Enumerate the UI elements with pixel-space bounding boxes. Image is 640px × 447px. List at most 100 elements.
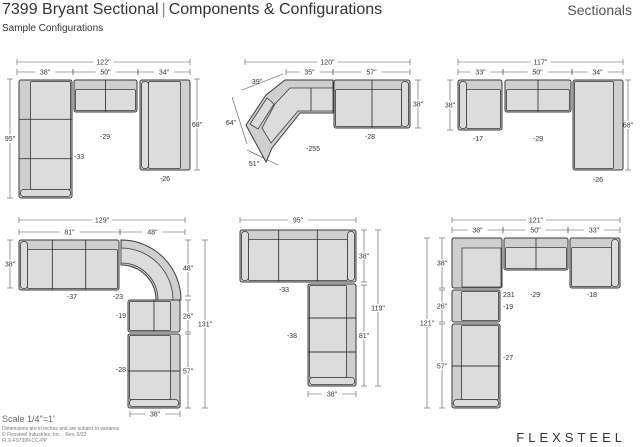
dimension-label: 34" <box>592 70 603 77</box>
part-number: -37 <box>67 294 77 301</box>
seat-area <box>120 247 174 301</box>
label-bg <box>317 58 338 66</box>
seat-area <box>466 89 501 129</box>
seat-area <box>571 247 612 287</box>
label-bg <box>299 68 320 76</box>
part-number: -17 <box>473 136 483 143</box>
seat-area <box>248 239 348 281</box>
label-bg <box>361 68 382 76</box>
label-bg <box>587 68 608 76</box>
document-code: FLX-F97399-CC-PP <box>2 438 48 444</box>
dimension-label: 26" <box>437 304 448 311</box>
label-bg <box>417 319 437 327</box>
label-bg <box>354 331 374 340</box>
seat-area <box>461 247 502 288</box>
part-number: -28 <box>116 367 126 374</box>
label-bg <box>142 228 163 236</box>
seat-area <box>574 81 614 169</box>
label-bg <box>92 216 112 224</box>
label-bg <box>467 226 488 234</box>
arm <box>347 231 355 281</box>
page-header: 7399 Bryant Sectional|Components & Confi… <box>0 0 640 40</box>
part-number: -26 <box>160 176 170 183</box>
seat-area <box>129 301 171 331</box>
arm <box>20 241 28 289</box>
config-4: 129"81"48"38"48"26"131"57"38"-37-23-19-2… <box>0 216 215 419</box>
page-subtitle: Sample Configurations <box>2 23 104 34</box>
part-number: -28 <box>365 134 375 141</box>
config-5: 95"38"119"81"38"-33-38 <box>239 216 388 399</box>
part-number: -255 <box>306 146 320 153</box>
dimension-label: 51" <box>249 161 260 168</box>
arm <box>611 239 619 287</box>
title-heading: Components & Configurations <box>168 1 383 18</box>
seat-area <box>261 87 334 144</box>
label-bg <box>95 68 116 76</box>
dimension-label: 39" <box>252 79 263 86</box>
label-bg <box>322 390 342 398</box>
arm <box>401 81 409 127</box>
seat-area <box>30 81 71 190</box>
arm <box>241 231 249 281</box>
dimension-label: 131" <box>198 322 213 329</box>
label-bg <box>178 312 198 320</box>
label-bg <box>432 259 452 267</box>
dimension-label: 119" <box>371 306 385 313</box>
dimension-label: 26" <box>183 314 194 321</box>
label-bg <box>354 252 374 260</box>
dimension-label: 33" <box>475 70 486 77</box>
dimension-label: 34" <box>159 70 170 77</box>
label-bg <box>187 120 207 129</box>
label-bg <box>288 216 308 224</box>
label-bg <box>432 362 452 370</box>
seat-area <box>335 89 402 127</box>
part-number: -19 <box>503 304 513 311</box>
label-bg <box>525 226 546 234</box>
scale-label: Scale 1/4"=1' <box>2 414 55 424</box>
part-number: -23 <box>113 294 123 301</box>
dimension-label: 95" <box>293 218 304 225</box>
arm <box>141 81 149 169</box>
dimension-label: 38" <box>437 261 448 268</box>
dimension-label: 117" <box>534 60 548 67</box>
dimension-label: 57" <box>366 70 377 77</box>
label-bg <box>530 58 551 66</box>
label-bg <box>178 264 198 272</box>
arm <box>249 97 275 130</box>
label-bg <box>59 228 80 236</box>
dimension-label: 38" <box>359 254 370 261</box>
dimension-label: 38" <box>413 102 424 109</box>
config-3: 117"33"50"34"38"68"-17-29-26 <box>440 58 638 184</box>
dimension-label: 68" <box>623 123 634 130</box>
label-bg <box>526 216 546 224</box>
dimension-label: 81" <box>64 230 75 237</box>
dimension-label: 81" <box>359 333 370 340</box>
dimension-label: 35" <box>304 70 315 77</box>
dimension-label: 48" <box>147 230 158 237</box>
arm <box>129 399 179 407</box>
dimension-label: 38" <box>327 392 338 399</box>
arm <box>453 399 499 407</box>
dimensions-note: Dimensions are in inches and are subject… <box>2 426 121 432</box>
copyright-note: © Flexsteel Industries, Inc. · Rev. 6/22 <box>2 432 87 438</box>
dimension-label: 38" <box>40 70 51 77</box>
dimension-label: 50" <box>530 228 541 235</box>
part-number: -27 <box>503 355 513 362</box>
dimension-label: 64" <box>226 120 237 127</box>
dimension-label: 129" <box>95 218 110 225</box>
dimension-label: 68" <box>192 122 203 129</box>
dimension-line <box>231 96 248 145</box>
dimension-label: 48" <box>183 266 194 273</box>
seat-area <box>27 249 118 289</box>
part-number: -19 <box>116 313 126 320</box>
label-bg <box>154 68 174 76</box>
dimension-label: 33" <box>589 228 600 235</box>
seat-area <box>148 81 181 169</box>
part-number: -29 <box>533 136 543 143</box>
seat-area <box>461 325 499 400</box>
label-bg <box>93 58 114 66</box>
label-bg <box>432 302 452 310</box>
dimension-label: 50" <box>532 70 543 77</box>
dimension-line <box>241 73 284 91</box>
